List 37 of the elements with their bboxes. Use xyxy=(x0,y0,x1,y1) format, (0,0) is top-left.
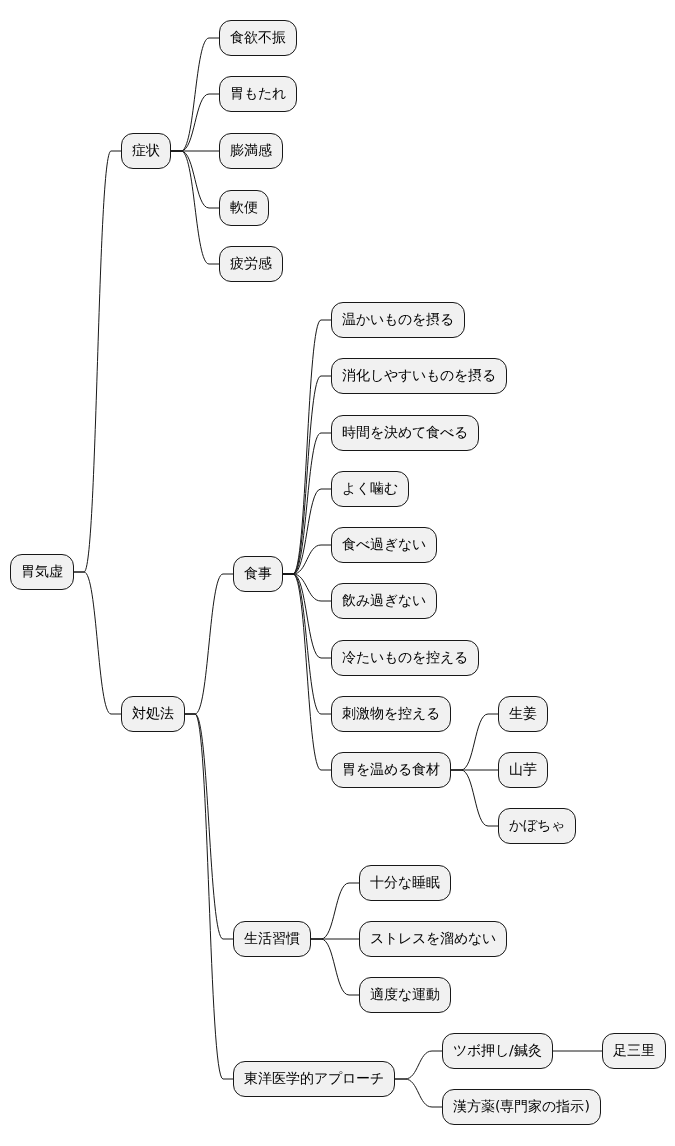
topic-box: 山芋 xyxy=(498,752,548,788)
connector-line xyxy=(450,769,499,827)
topic-box: 食べ過ぎない xyxy=(331,527,437,563)
topic-box: 食事 xyxy=(233,556,283,592)
topic-box: 生姜 xyxy=(498,696,548,732)
topic-box: 食欲不振 xyxy=(219,20,297,56)
topic-box: 飲み過ぎない xyxy=(331,583,437,619)
connector-line xyxy=(552,1050,603,1052)
connector-line xyxy=(170,150,220,265)
connector-line xyxy=(282,573,332,771)
topic-box: 胃を温める食材 xyxy=(331,752,451,788)
topic-box: よく噛む xyxy=(331,471,409,507)
topic-box: ツボ押し/鍼灸 xyxy=(442,1033,553,1069)
topic-box: 症状 xyxy=(121,133,171,169)
topic-box: 適度な運動 xyxy=(359,977,451,1013)
topic-box: かぼちゃ xyxy=(498,808,576,844)
topic-box: 足三里 xyxy=(602,1033,666,1069)
topic-box: 十分な睡眠 xyxy=(359,865,451,901)
topic-box: 時間を決めて食べる xyxy=(331,415,479,451)
topic-box: 漢方薬(専門家の指示) xyxy=(442,1089,601,1125)
connector-line xyxy=(394,1078,443,1108)
connector-line xyxy=(184,713,234,1080)
topic-box: 生活習慣 xyxy=(233,921,311,957)
topic-box: 消化しやすいものを摂る xyxy=(331,358,507,394)
topic-box: 東洋医学的アプローチ xyxy=(233,1061,395,1097)
connector-line xyxy=(310,938,360,996)
topic-box: 胃気虚 xyxy=(10,554,74,590)
topic-box: 軟便 xyxy=(219,190,269,226)
topic-box: ストレスを溜めない xyxy=(359,921,507,957)
topic-box: 冷たいものを控える xyxy=(331,640,479,676)
connector-line xyxy=(73,571,122,715)
topic-box: 刺激物を控える xyxy=(331,696,451,732)
topic-box: 温かいものを摂る xyxy=(331,302,465,338)
topic-box: 胃もたれ xyxy=(219,76,297,112)
topic-box: 膨満感 xyxy=(219,133,283,169)
topic-box: 疲労感 xyxy=(219,246,283,282)
topic-box: 対処法 xyxy=(121,696,185,732)
